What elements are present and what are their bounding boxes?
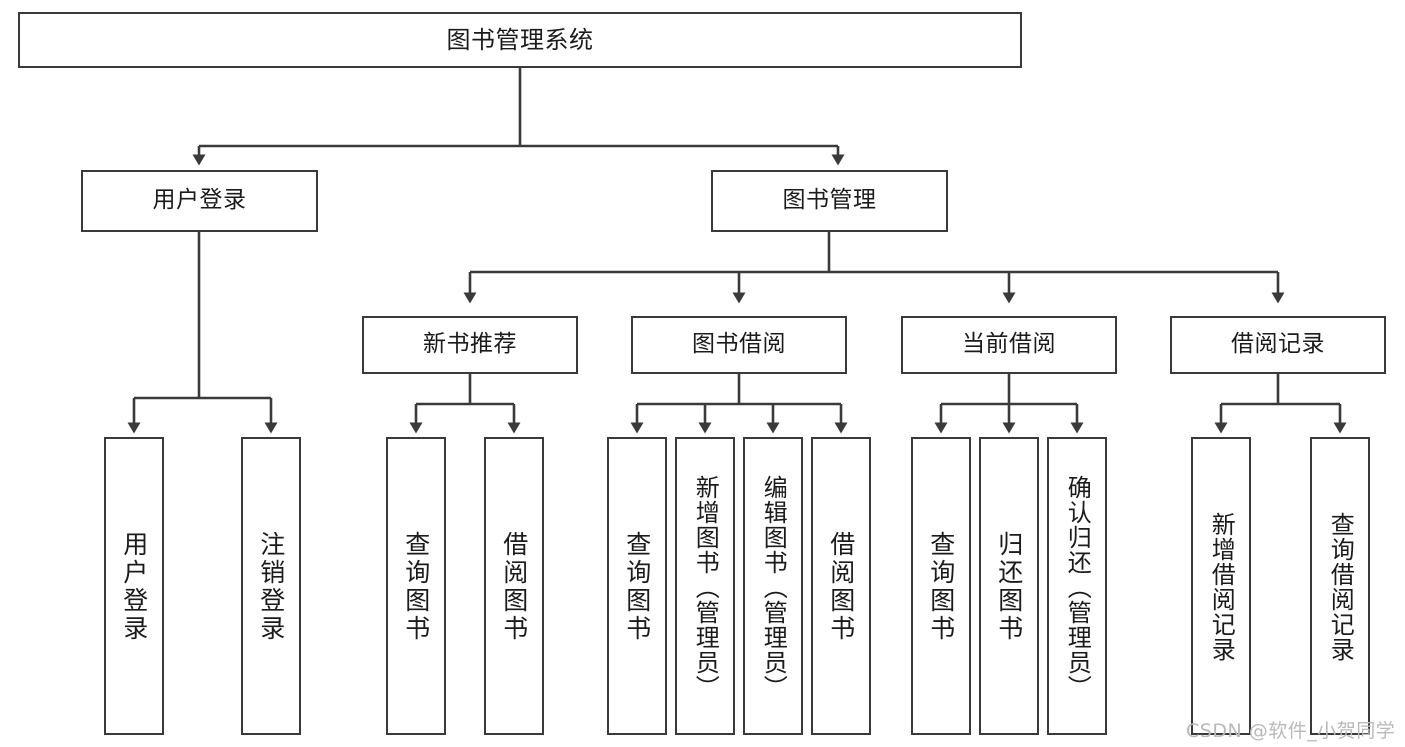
- leaf-query-book-3[interactable]: 查询图书: [911, 437, 971, 735]
- leaf-add-book[interactable]: 新增图书（管理员）: [675, 437, 735, 735]
- node-book-borrow-label: 图书借阅: [692, 331, 786, 358]
- leaf-edit-book[interactable]: 编辑图书（管理员）: [743, 437, 803, 735]
- node-borrow-record-label: 借阅记录: [1231, 331, 1325, 358]
- leaf-borrow-book-1-label: 借阅图书: [499, 531, 529, 643]
- leaf-query-book-3-label: 查询图书: [926, 531, 956, 643]
- leaf-borrow-book-1[interactable]: 借阅图书: [484, 437, 544, 735]
- leaf-query-record[interactable]: 查询借阅记录: [1310, 437, 1370, 735]
- leaf-query-record-label: 查询借阅记录: [1326, 512, 1355, 662]
- node-new-book-recommend[interactable]: 新书推荐: [362, 316, 578, 374]
- leaf-return-book-label: 归还图书: [994, 531, 1024, 643]
- leaf-borrow-book-2-label: 借阅图书: [826, 531, 856, 643]
- node-current-borrow-label: 当前借阅: [962, 331, 1056, 358]
- leaf-borrow-book-2[interactable]: 借阅图书: [811, 437, 871, 735]
- leaf-user-login-label: 用户登录: [119, 531, 149, 643]
- leaf-query-book-1-label: 查询图书: [401, 531, 431, 643]
- node-user-login[interactable]: 用户登录: [81, 170, 318, 232]
- node-borrow-record[interactable]: 借阅记录: [1170, 316, 1386, 374]
- node-book-manage-label: 图书管理: [782, 187, 877, 214]
- leaf-add-record-label: 新增借阅记录: [1207, 512, 1236, 662]
- leaf-return-book[interactable]: 归还图书: [979, 437, 1039, 735]
- node-root[interactable]: 图书管理系统: [18, 12, 1022, 68]
- leaf-query-book-2-label: 查询图书: [622, 531, 652, 643]
- leaf-add-record[interactable]: 新增借阅记录: [1191, 437, 1251, 735]
- leaf-confirm-return-label: 确认归还（管理员）: [1063, 474, 1092, 700]
- leaf-logout[interactable]: 注销登录: [241, 437, 301, 735]
- watermark: CSDN @软件_小贺同学: [1186, 720, 1396, 742]
- leaf-query-book-2[interactable]: 查询图书: [607, 437, 667, 735]
- node-new-book-recommend-label: 新书推荐: [423, 331, 517, 358]
- leaf-query-book-1[interactable]: 查询图书: [386, 437, 446, 735]
- node-current-borrow[interactable]: 当前借阅: [901, 316, 1117, 374]
- leaf-confirm-return[interactable]: 确认归还（管理员）: [1047, 437, 1107, 735]
- node-book-borrow[interactable]: 图书借阅: [631, 316, 847, 374]
- leaf-logout-label: 注销登录: [256, 531, 286, 643]
- node-root-label: 图书管理系统: [446, 25, 594, 54]
- leaf-edit-book-label: 编辑图书（管理员）: [759, 474, 788, 700]
- node-book-manage[interactable]: 图书管理: [711, 170, 948, 232]
- leaf-add-book-label: 新增图书（管理员）: [691, 474, 720, 700]
- leaf-user-login[interactable]: 用户登录: [104, 437, 164, 735]
- node-user-login-label: 用户登录: [152, 187, 247, 214]
